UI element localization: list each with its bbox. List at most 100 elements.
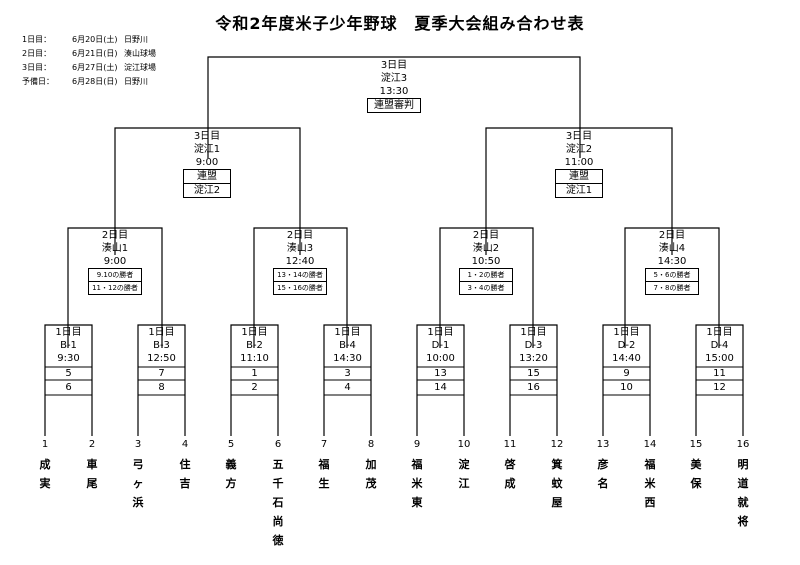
team-name: 義方: [225, 458, 237, 490]
first-round-match: 1日目 B-1 9:30: [45, 326, 92, 365]
schedule-date: 6月27日(土): [72, 63, 118, 72]
referee-label: 連盟: [183, 169, 231, 184]
match-day: 1日目: [613, 327, 640, 338]
result-slot: 4: [344, 382, 351, 393]
team-name: 車尾: [86, 458, 98, 490]
quarter-match: 2日目 湊山3 12:40 13・14の勝者 15・16の勝者: [260, 229, 340, 295]
team-name: 淀江: [458, 458, 470, 490]
referee-label: 連盟審判: [367, 98, 421, 113]
first-round-match: 1日目 B-2 11:10: [231, 326, 278, 365]
schedule-venue: 淀江球場: [124, 63, 156, 72]
semi-match: 3日目 淀江1 9:00 連盟 淀江2: [157, 130, 257, 198]
result-slot: 16: [527, 382, 540, 393]
quarter-match: 2日目 湊山1 9:00 9.10の勝者 11・12の勝者: [75, 229, 155, 295]
final-match: 3日目 淀江3 13:30 連盟審判: [344, 59, 444, 113]
bracket-quarter-line: [67, 227, 163, 348]
schedule-day: 3日目：: [22, 63, 52, 72]
semi-match: 3日目 淀江2 11:00 連盟 淀江1: [529, 130, 629, 198]
result-slot: 9: [623, 368, 630, 379]
result-slot: 13: [434, 368, 447, 379]
first-round-match: 1日目 B-4 14:30: [324, 326, 371, 365]
team-number: 15: [689, 439, 703, 450]
page-title: 令和2年度米子少年野球 夏季大会組み合わせ表: [215, 14, 585, 33]
match-venue: D-2: [617, 340, 636, 351]
result-slot: 12: [713, 382, 726, 393]
match-time: 9:30: [57, 353, 80, 364]
team-name: 福生: [318, 458, 330, 490]
team-name: 住吉: [179, 458, 191, 490]
match-time: 14:30: [333, 353, 362, 364]
match-time: 10:00: [426, 353, 455, 364]
match-time: 14:30: [657, 256, 687, 267]
bracket-semi-line: [485, 127, 673, 255]
team-number: 3: [134, 439, 142, 450]
team-number: 6: [274, 439, 282, 450]
schedule-venue: 日野川: [124, 77, 148, 86]
result-slot: 1: [251, 368, 258, 379]
team-number: 2: [88, 439, 96, 450]
match-time: 11:00: [564, 157, 594, 168]
schedule-date: 6月20日(土): [72, 35, 118, 44]
team-number: 1: [41, 439, 49, 450]
team-number: 13: [596, 439, 610, 450]
result-slot: 10: [620, 382, 633, 393]
team-number: 10: [457, 439, 471, 450]
match-venue: 淀江2: [565, 144, 593, 155]
referee-label: 3・4の勝者: [459, 282, 513, 295]
match-venue: 湊山3: [286, 243, 314, 254]
team-name: 福米西: [644, 458, 656, 509]
match-venue: D-1: [431, 340, 450, 351]
schedule-day: 予備日：: [22, 77, 54, 86]
team-number: 11: [503, 439, 517, 450]
match-time: 9:00: [103, 256, 127, 267]
match-venue: 湊山1: [101, 243, 129, 254]
team-name: 五千石尚徳: [272, 458, 284, 547]
team-name: 明道就将: [737, 458, 749, 528]
bracket-quarter-line: [624, 227, 720, 348]
match-venue: D-3: [524, 340, 543, 351]
match-day: 2日目: [286, 230, 314, 241]
result-slot: 6: [65, 382, 72, 393]
match-time: 12:50: [147, 353, 176, 364]
match-time: 13:20: [519, 353, 548, 364]
referee-label: 連盟: [555, 169, 603, 184]
match-time: 15:00: [705, 353, 734, 364]
match-venue: 淀江3: [380, 73, 408, 84]
match-time: 9:00: [195, 157, 219, 168]
referee-label: 11・12の勝者: [88, 282, 142, 295]
match-day: 3日目: [193, 131, 221, 142]
first-round-match: 1日目 D-4 15:00: [696, 326, 743, 365]
match-day: 1日目: [334, 327, 361, 338]
schedule-list: 1日目：6月20日(土)日野川 2日目：6月21日(日)湊山球場 3日目：6月2…: [22, 33, 156, 89]
result-slot: 2: [251, 382, 258, 393]
first-round-match: 1日目 D-1 10:00: [417, 326, 464, 365]
referee-label: 1・2の勝者: [459, 268, 513, 282]
match-day: 3日目: [380, 60, 408, 71]
schedule-venue: 日野川: [124, 35, 148, 44]
schedule-row: 予備日：6月28日(日)日野川: [22, 75, 156, 89]
referee-label: 13・14の勝者: [273, 268, 327, 282]
match-venue: B-3: [153, 340, 170, 351]
match-venue: 湊山2: [472, 243, 500, 254]
match-day: 2日目: [101, 230, 129, 241]
referee-label: 淀江2: [183, 184, 231, 198]
match-day: 1日目: [520, 327, 547, 338]
result-slot: 11: [713, 368, 726, 379]
referee-label: 淀江1: [555, 184, 603, 198]
team-number: 14: [643, 439, 657, 450]
schedule-row: 1日目：6月20日(土)日野川: [22, 33, 156, 47]
team-number: 9: [413, 439, 421, 450]
match-time: 14:40: [612, 353, 641, 364]
referee-label: 5・6の勝者: [645, 268, 699, 282]
result-slot: 8: [158, 382, 165, 393]
match-time: 12:40: [285, 256, 315, 267]
quarter-match: 2日目 湊山4 14:30 5・6の勝者 7・8の勝者: [632, 229, 712, 295]
result-slot: 5: [65, 368, 72, 379]
schedule-row: 3日目： 6月27日(土) 淀江球場: [22, 61, 156, 75]
referee-label: 7・8の勝者: [645, 282, 699, 295]
first-round-match: 1日目 B-3 12:50: [138, 326, 185, 365]
match-venue: B-2: [246, 340, 263, 351]
team-number: 12: [550, 439, 564, 450]
match-venue: D-4: [710, 340, 729, 351]
